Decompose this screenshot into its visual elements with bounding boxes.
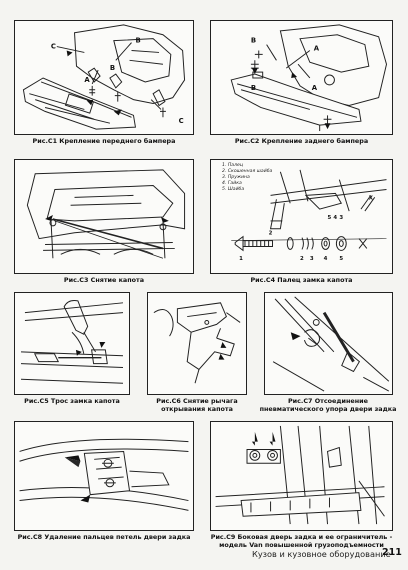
caption-c6: Рис.С6 Снятие рычага открывания капота xyxy=(156,397,238,413)
caption-c8: Рис.С8 Удаление пальцев петель двери зад… xyxy=(17,533,191,541)
label-c: C xyxy=(51,43,56,51)
label-a: A xyxy=(84,76,90,84)
caption-c5: Рис.С5 Трос замка капота xyxy=(24,397,120,405)
label-b2: B xyxy=(110,64,115,72)
figure-c2: B A B A xyxy=(210,20,393,135)
label-5: 5 xyxy=(339,256,343,262)
hinge-pins-drawing xyxy=(19,438,189,511)
legend-c4: 1. Палец 2. Скошенная шайба 3. Пружина 4… xyxy=(222,163,273,192)
label-4: 4 xyxy=(324,256,328,262)
label-5-top: 5 xyxy=(328,215,332,221)
figure-c7 xyxy=(264,292,393,395)
figure-c9 xyxy=(210,421,393,531)
label-c2: C xyxy=(179,117,184,125)
caption-c2: Рис.С2 Крепление заднего бампера xyxy=(234,137,369,145)
bonnet-lock-pin-drawing: 5 4 3 2 X 1 2 3 4 5 xyxy=(231,169,387,262)
gas-strut-drawing xyxy=(272,296,390,392)
footer-section-title: Кузов и кузовное оборудование xyxy=(252,549,391,559)
figure-c1: C B A B C xyxy=(14,20,194,135)
label-b2: B xyxy=(251,84,256,92)
label-x: X xyxy=(369,195,374,201)
label-a: A xyxy=(314,44,320,52)
caption-c7: Рис.С7 Отсоединение пневматического упор… xyxy=(259,397,397,413)
release-lever-drawing xyxy=(153,302,241,384)
figure-c6 xyxy=(147,292,247,395)
label-1: 1 xyxy=(239,256,243,262)
front-bumper-drawing: C B A B C xyxy=(22,24,186,130)
figure-c5 xyxy=(14,292,130,395)
caption-c9: Рис.С9 Боковая дверь задка и ее ограничи… xyxy=(210,533,393,549)
label-b: B xyxy=(135,37,140,45)
label-3: 3 xyxy=(310,256,314,262)
rear-bumper-drawing: B A B A xyxy=(230,24,388,132)
label-4-top: 4 xyxy=(333,215,337,221)
label-b: B xyxy=(251,37,256,45)
figure-c4: 5 4 3 2 X 1 2 3 4 5 xyxy=(210,159,393,274)
label-2-top: 2 xyxy=(269,231,273,237)
caption-c1: Рис.С1 Крепление переднего бампера xyxy=(32,137,176,145)
label-2: 2 xyxy=(300,256,304,262)
caption-c4: Рис.С4 Палец замка капота xyxy=(250,276,353,284)
caption-c3: Рис.С3 Снятие капота xyxy=(63,276,145,284)
page-number: 211 xyxy=(382,547,402,558)
bonnet-removal-drawing xyxy=(26,169,186,259)
label-3-top: 3 xyxy=(339,215,343,221)
label-a2: A xyxy=(312,84,318,92)
side-door-drawing xyxy=(215,425,385,525)
figure-c3 xyxy=(14,159,194,274)
bonnet-cable-drawing xyxy=(20,299,124,384)
figure-c8 xyxy=(14,421,194,531)
